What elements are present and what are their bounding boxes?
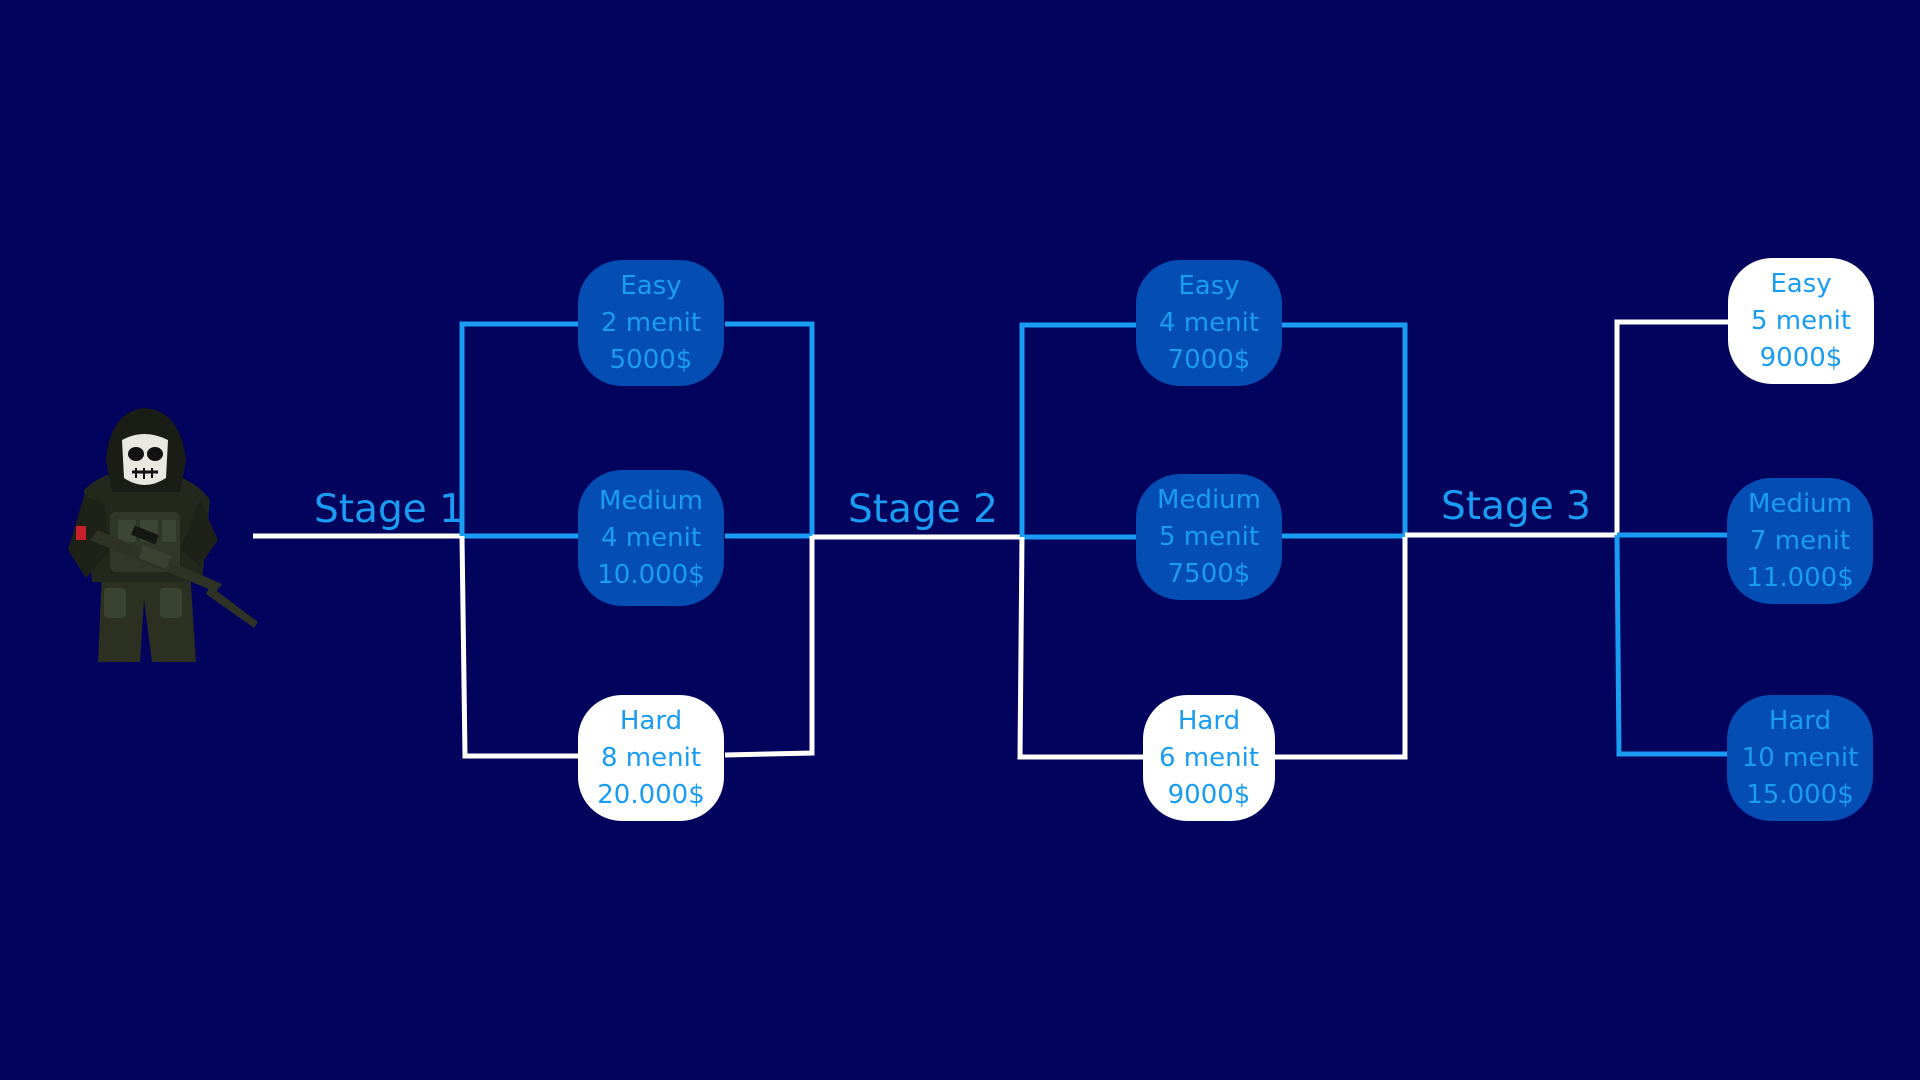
stage-3-label: Stage 3 — [1441, 484, 1591, 529]
stage-1-hard-node[interactable]: Hard 8 menit 20.000$ — [578, 695, 724, 821]
path-hard-in — [1017, 536, 1143, 760]
stage-3-connectors — [1405, 319, 1728, 757]
path-hard-out — [1275, 537, 1408, 760]
stage-1-connectors — [253, 321, 815, 759]
stage-2-easy-node[interactable]: Easy 4 menit 7000$ — [1136, 260, 1282, 386]
difficulty-label: Hard — [1177, 705, 1241, 736]
time-label: 8 menit — [600, 742, 702, 773]
stage-2-label: Stage 2 — [848, 487, 998, 532]
difficulty-label: Easy — [1178, 270, 1240, 301]
difficulty-label: Hard — [1768, 705, 1832, 736]
stage-2-connectors — [812, 322, 1408, 760]
path-easy-in — [1019, 322, 1136, 537]
reward-label: 10.000$ — [597, 559, 705, 590]
reward-label: 7000$ — [1167, 344, 1251, 375]
path-hard-in — [1614, 534, 1727, 757]
time-label: 6 menit — [1158, 742, 1260, 773]
reward-label: 7500$ — [1167, 558, 1251, 589]
time-label: 5 menit — [1750, 305, 1852, 336]
reward-label: 11.000$ — [1746, 562, 1854, 593]
difficulty-label: Hard — [619, 705, 683, 736]
time-label: 10 menit — [1741, 742, 1859, 773]
difficulty-label: Medium — [1157, 484, 1261, 515]
stage-3-hard-node[interactable]: Hard 10 menit 15.000$ — [1727, 695, 1873, 821]
time-label: 4 menit — [600, 522, 702, 553]
difficulty-label: Medium — [1748, 488, 1852, 519]
soldier-icon — [68, 408, 258, 662]
reward-label: 15.000$ — [1746, 779, 1854, 810]
stage-2-hard-node[interactable]: Hard 6 menit 9000$ — [1143, 695, 1275, 821]
stage-3-easy-node[interactable]: Easy 5 menit 9000$ — [1728, 258, 1874, 384]
path-hard-in — [459, 535, 578, 759]
time-label: 2 menit — [600, 307, 702, 338]
difficulty-label: Easy — [620, 270, 682, 301]
stage-3-medium-node[interactable]: Medium 7 menit 11.000$ — [1727, 478, 1873, 604]
path-easy-out — [725, 321, 815, 536]
time-label: 7 menit — [1749, 525, 1851, 556]
path-hard-out — [724, 536, 815, 758]
stage-1-label: Stage 1 — [314, 487, 464, 532]
path-easy-in — [1614, 319, 1728, 535]
reward-label: 9000$ — [1759, 342, 1843, 373]
time-label: 4 menit — [1158, 307, 1260, 338]
stage-2-medium-node[interactable]: Medium 5 menit 7500$ — [1136, 474, 1282, 600]
reward-label: 5000$ — [609, 344, 693, 375]
difficulty-label: Easy — [1770, 268, 1832, 299]
difficulty-label: Medium — [599, 485, 703, 516]
reward-label: 9000$ — [1167, 779, 1251, 810]
path-easy-out — [1282, 322, 1408, 537]
stage-1-easy-node[interactable]: Easy 2 menit 5000$ — [578, 260, 724, 386]
path-easy-in — [459, 321, 578, 536]
stage-1-medium-node[interactable]: Medium 4 menit 10.000$ — [578, 470, 724, 606]
reward-label: 20.000$ — [597, 779, 705, 810]
time-label: 5 menit — [1158, 521, 1260, 552]
